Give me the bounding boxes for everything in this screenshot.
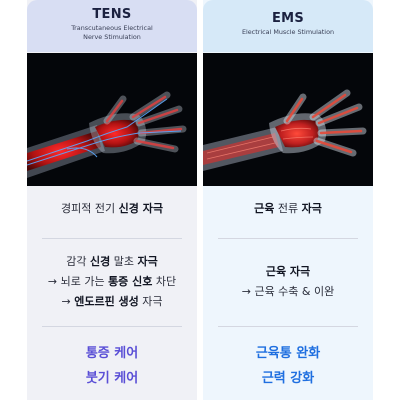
ems-muscle-hand-illustration bbox=[203, 53, 373, 186]
tens-mech-l1-pre: 감각 bbox=[66, 255, 90, 268]
ems-hand-image bbox=[203, 53, 373, 186]
ems-subtitle: Electrical Muscle Stimulation bbox=[241, 28, 335, 36]
ems-feature-b2: 자극 bbox=[301, 202, 322, 215]
tens-mech-l1-b2: 자극 bbox=[137, 255, 158, 268]
tens-mechanism-line-2: → 뇌로 가는 통증 신호 차단 bbox=[27, 272, 197, 292]
tens-column: TENS Transcutaneous Electrical Nerve Sti… bbox=[27, 0, 197, 400]
tens-feature-text: 경피적 전기 bbox=[61, 202, 119, 215]
ems-title: EMS bbox=[271, 11, 305, 26]
tens-title: TENS bbox=[92, 7, 132, 22]
tens-divider-2 bbox=[42, 326, 182, 327]
ems-feature-line: 근육 전류 자극 bbox=[203, 200, 373, 216]
ems-mechanism: 근육 자극 → 근육 수축 & 이완 bbox=[203, 262, 373, 302]
ems-feature-mid: 전류 bbox=[274, 202, 302, 215]
tens-mech-l3-pre: → bbox=[61, 295, 75, 308]
tens-mech-l3-post: 자극 bbox=[138, 295, 163, 308]
tens-mech-l1-b1: 신경 bbox=[90, 255, 111, 268]
ems-mech-l1-b: 근육 자극 bbox=[265, 265, 311, 278]
ems-benefit-muscle-pain-relief: 근육통 완화 bbox=[255, 346, 321, 361]
tens-feature-bold: 신경 자극 bbox=[118, 202, 163, 215]
tens-benefits: 통증 케어 붓기 케어 bbox=[27, 341, 197, 391]
tens-mech-l2-post: 차단 bbox=[152, 275, 177, 288]
ems-mechanism-line-1: 근육 자극 bbox=[203, 262, 373, 282]
tens-benefit-swelling-care: 붓기 케어 bbox=[85, 371, 139, 386]
tens-subtitle: Transcutaneous Electrical Nerve Stimulat… bbox=[71, 24, 153, 41]
tens-nerve-hand-illustration bbox=[27, 53, 197, 186]
ems-column: EMS Electrical Muscle Stimulation bbox=[203, 0, 373, 400]
tens-mechanism-line-1: 감각 신경 말초 자극 bbox=[27, 252, 197, 272]
tens-mech-l3-b: 엔도르핀 생성 bbox=[74, 295, 139, 308]
tens-header: TENS Transcutaneous Electrical Nerve Sti… bbox=[27, 0, 197, 52]
ems-benefit-strength-building: 근력 강화 bbox=[261, 371, 315, 386]
tens-mechanism-line-3: → 엔도르핀 생성 자극 bbox=[27, 292, 197, 312]
tens-mech-l2-b: 통증 신호 bbox=[108, 275, 153, 288]
ems-benefits: 근육통 완화 근력 강화 bbox=[203, 341, 373, 391]
ems-header: EMS Electrical Muscle Stimulation bbox=[203, 0, 373, 52]
ems-mech-l2: → 근육 수축 & 이완 bbox=[241, 285, 335, 298]
ems-feature-b1: 근육 bbox=[254, 202, 275, 215]
tens-feature-line: 경피적 전기 신경 자극 bbox=[27, 200, 197, 216]
tens-mech-l2-pre: → 뇌로 가는 bbox=[47, 275, 109, 288]
ems-divider-2 bbox=[218, 326, 358, 327]
tens-mechanism: 감각 신경 말초 자극 → 뇌로 가는 통증 신호 차단 → 엔도르핀 생성 자… bbox=[27, 252, 197, 312]
tens-benefit-pain-care: 통증 케어 bbox=[85, 346, 139, 361]
tens-divider-1 bbox=[42, 238, 182, 239]
tens-hand-image bbox=[27, 53, 197, 186]
ems-divider-1 bbox=[218, 238, 358, 239]
ems-mechanism-line-2: → 근육 수축 & 이완 bbox=[203, 282, 373, 302]
tens-mech-l1-mid: 말초 bbox=[110, 255, 138, 268]
